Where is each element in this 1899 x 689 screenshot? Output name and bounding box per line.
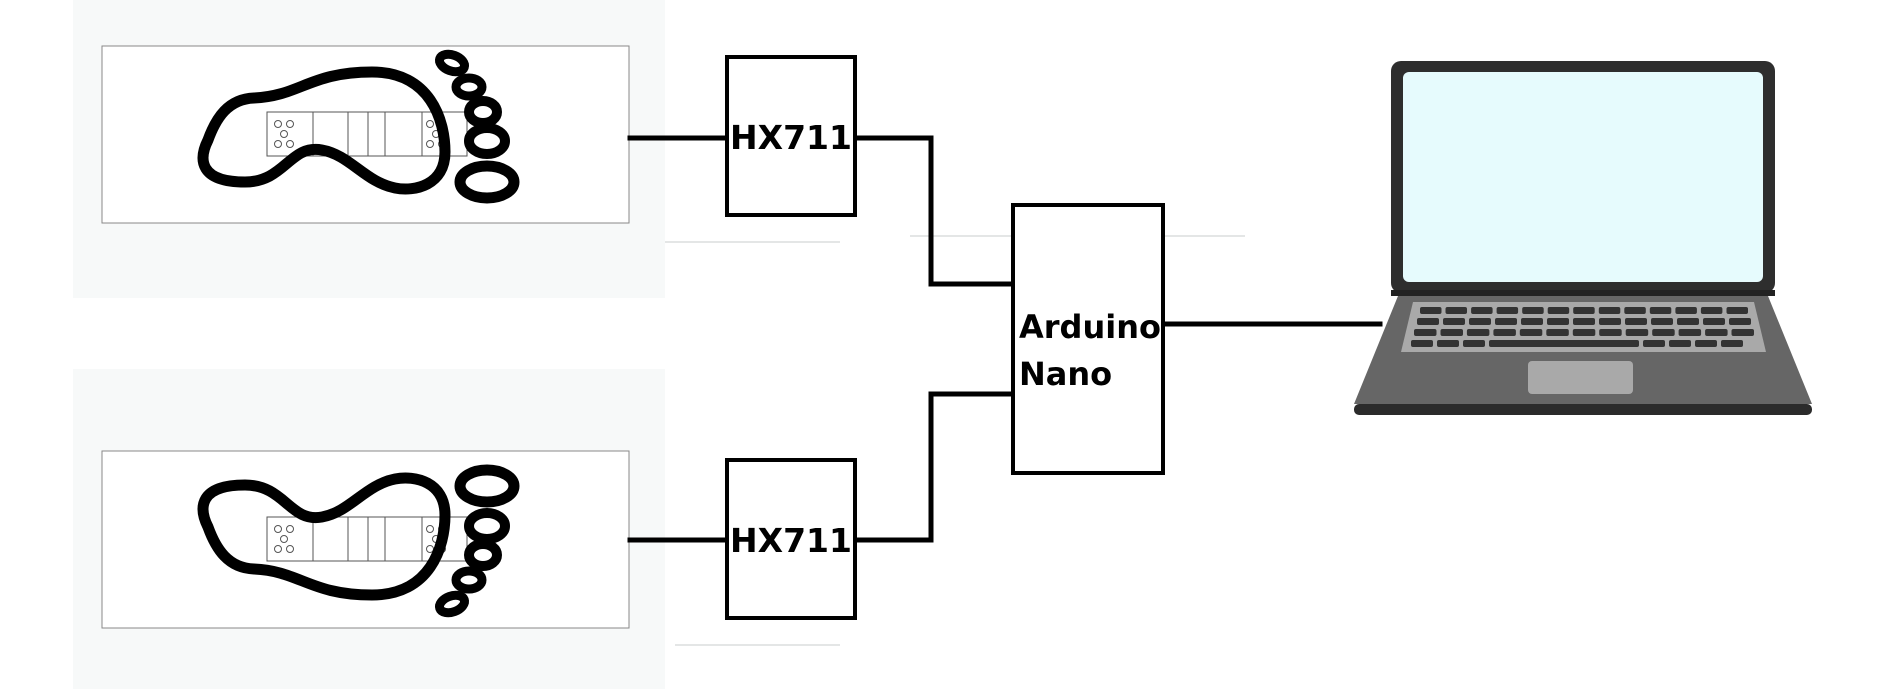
keyboard-key [1546,329,1569,336]
keyboard-key [1651,318,1673,325]
keyboard-key [1547,318,1569,325]
keyboard-key [1572,329,1596,336]
keyboard-key [1705,329,1728,336]
keyboard-key [1411,340,1433,347]
keyboard-key [1414,329,1437,336]
keyboard-key [1443,318,1465,325]
keyboard-key [1493,329,1516,336]
keyboard-key [1729,318,1751,325]
hx711-top-label: HX711 [730,118,852,157]
keyboard-key [1675,307,1697,314]
keyboard-key [1703,318,1725,325]
keyboard-key [1440,329,1463,336]
hx711-bottom-label: HX711 [730,521,852,560]
keyboard-key [1669,340,1691,347]
sensor-panel-top [73,0,665,298]
keyboard-key [1437,340,1459,347]
hx711-bottom-node: HX711 [725,458,857,620]
keyboard-key [1624,307,1646,314]
arduino-label-line1: Arduino [1019,308,1161,346]
keyboard-key [1573,318,1595,325]
keyboard-key [1420,307,1442,314]
keyboard-key [1652,329,1675,336]
keyboard-key [1625,329,1649,336]
keyboard-key [1625,318,1647,325]
keyboard-key [1573,307,1595,314]
laptop-icon [1354,61,1812,415]
keyboard-key [1598,307,1621,314]
keyboard-key [1677,318,1699,325]
keyboard-key [1471,307,1493,314]
keyboard-key [1519,329,1543,336]
keyboard-key [1678,329,1702,336]
footprint-right-icon [197,49,520,204]
keyboard-key [1495,318,1517,325]
keyboard-key [1469,318,1491,325]
laptop-trackpad [1528,361,1633,394]
keyboard-key [1599,318,1621,325]
keyboard-key [1466,329,1490,336]
keyboard-key [1599,329,1622,336]
wires [627,135,1383,543]
hx711-top-node: HX711 [725,55,857,217]
load-cell-strip [266,516,468,562]
keyboard-key [1649,307,1672,314]
keyboard-key [1731,329,1754,336]
keyboard-key [1547,307,1570,314]
keyboard-key [1496,307,1519,314]
wire-hx711-top-to-arduino [852,135,1016,287]
laptop-screen [1403,72,1763,282]
keyboard-key [1700,307,1723,314]
footprint-right-flipped-icon [197,464,520,618]
keyboard-key [1463,340,1485,347]
arduino-label-line2: Nano [1019,355,1112,393]
keyboard-key [1521,318,1543,325]
keyboard-key [1726,307,1748,314]
keyboard-key [1445,307,1467,314]
keyboard-keys [1411,307,1754,347]
keyboard-key [1695,340,1717,347]
sensor-panel-bottom [73,369,665,689]
keyboard-key [1721,340,1743,347]
keyboard-key [1522,307,1544,314]
arduino-nano-node: Arduino Nano [1011,203,1165,475]
keyboard-key [1417,318,1439,325]
keyboard-key [1643,340,1665,347]
wire-hx711-bottom-to-arduino [852,391,1016,543]
keyboard-key [1489,340,1639,347]
